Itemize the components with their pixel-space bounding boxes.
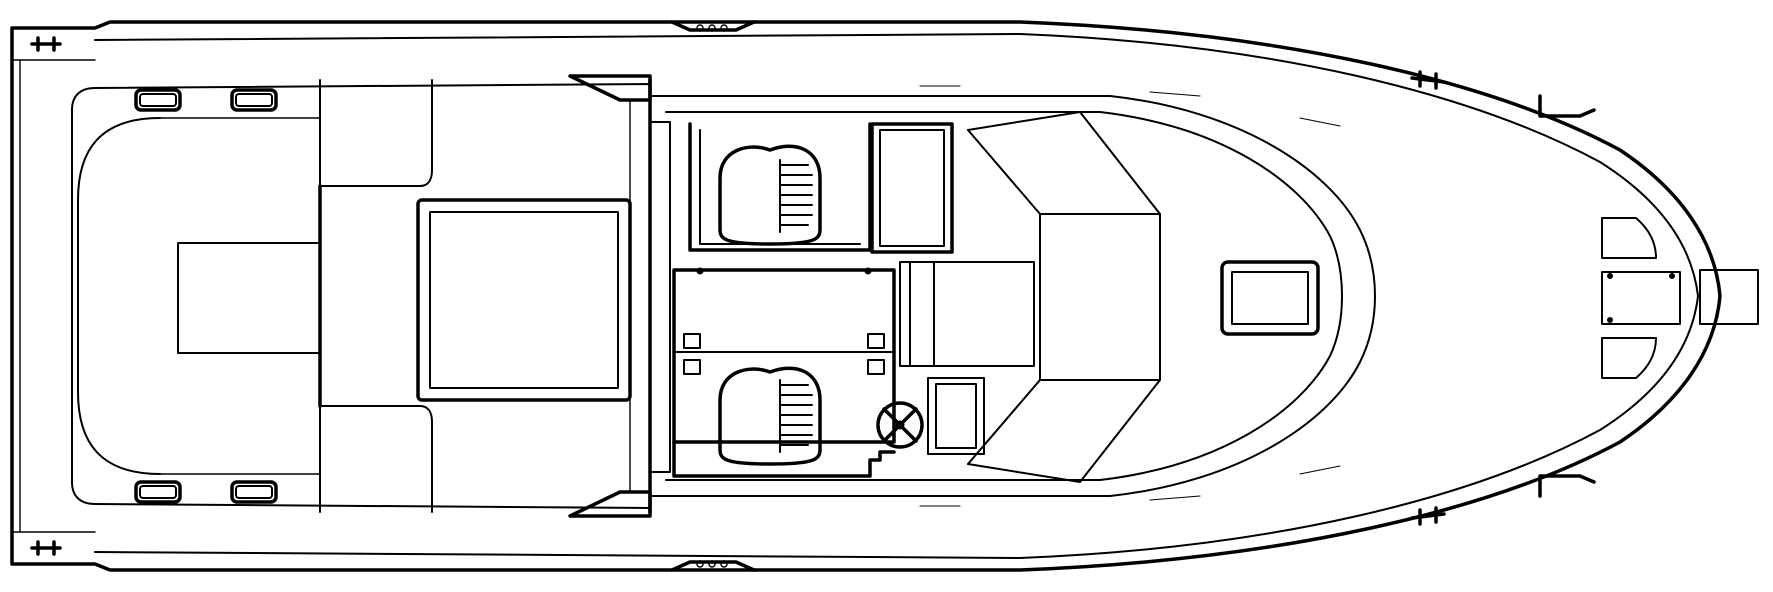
deck-hatch bbox=[416, 198, 632, 402]
cleat-fwd-starboard bbox=[1410, 506, 1446, 526]
aft-bench bbox=[318, 79, 433, 513]
helm-console bbox=[899, 261, 1035, 455]
anchor-locker bbox=[1601, 217, 1681, 379]
cleat-aft-port bbox=[30, 36, 62, 52]
console-box bbox=[870, 122, 954, 254]
midship-cleat-port bbox=[670, 20, 756, 32]
bow-chocks bbox=[1538, 94, 1596, 498]
hull bbox=[10, 20, 1722, 572]
helm-seat bbox=[688, 122, 872, 252]
windshield bbox=[967, 111, 1161, 483]
bow-pulpit bbox=[1699, 269, 1759, 325]
companion-seat bbox=[672, 366, 896, 478]
midship-cleat-starboard bbox=[670, 560, 756, 572]
cockpit-bulkhead bbox=[568, 74, 652, 518]
cleat-aft-starboard bbox=[30, 540, 62, 556]
transom-hatch bbox=[177, 242, 321, 354]
cabin-hatch bbox=[1220, 260, 1320, 336]
companion-lounge bbox=[672, 267, 896, 444]
rod-holders bbox=[134, 88, 278, 504]
helm-deck bbox=[649, 95, 1376, 497]
cockpit-outline bbox=[71, 83, 651, 509]
steering-wheel bbox=[876, 401, 924, 449]
cleat-fwd-port bbox=[1410, 70, 1446, 90]
rub-rail-marks bbox=[919, 85, 1341, 507]
